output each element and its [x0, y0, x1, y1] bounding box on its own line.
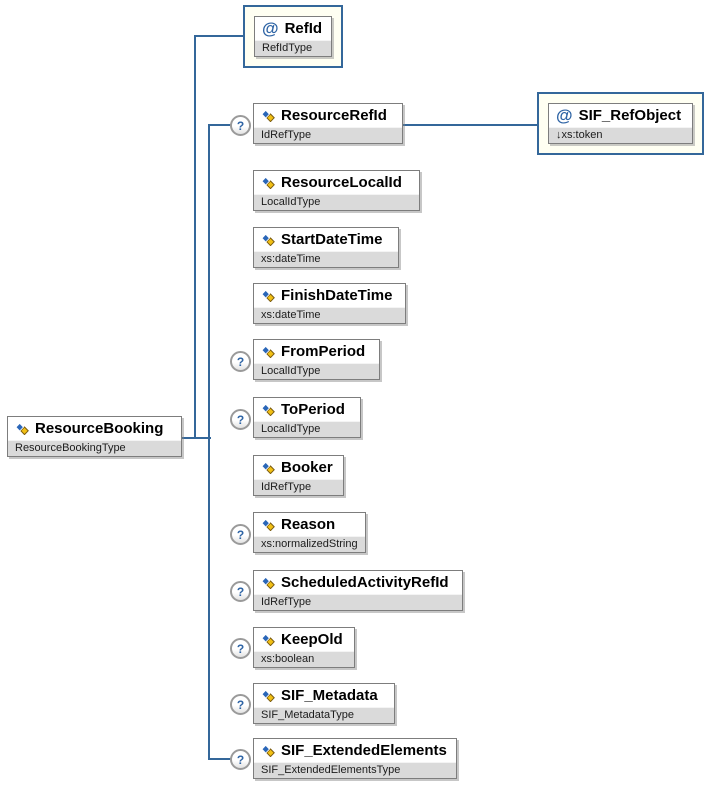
node-type: xs:boolean	[254, 651, 354, 667]
node-sif-extended-elements[interactable]: SIF_ExtendedElements SIF_ExtendedElement…	[253, 738, 457, 779]
node-from-period[interactable]: FromPeriod LocalIdType	[253, 339, 380, 380]
element-icon	[15, 422, 29, 435]
node-label: Booker	[281, 459, 333, 476]
node-type: IdRefType	[254, 479, 343, 495]
optional-icon: ?	[230, 581, 251, 602]
connector-root-horizontal	[181, 437, 211, 439]
element-icon	[261, 233, 275, 246]
element-icon	[261, 744, 275, 757]
node-type: RefIdType	[255, 40, 332, 56]
node-refid[interactable]: @ RefId RefIdType	[254, 16, 333, 57]
element-icon	[261, 345, 275, 358]
optional-icon: ?	[230, 749, 251, 770]
node-type: xs:dateTime	[254, 307, 405, 323]
node-label: ScheduledActivityRefId	[281, 574, 449, 591]
node-label: Reason	[281, 516, 336, 533]
optional-icon: ?	[230, 115, 251, 136]
attribute-box-sif-refobject: @ SIF_RefObject ↓xs:token	[537, 92, 704, 155]
element-icon	[261, 689, 275, 702]
node-keep-old[interactable]: KeepOld xs:boolean	[253, 627, 355, 668]
element-icon	[261, 576, 275, 589]
connector-attr-horizontal	[194, 35, 244, 37]
optional-icon: ?	[230, 524, 251, 545]
node-resource-localid[interactable]: ResourceLocalId LocalIdType	[253, 170, 420, 211]
node-start-datetime[interactable]: StartDateTime xs:dateTime	[253, 227, 399, 268]
element-icon	[261, 109, 275, 122]
node-label: KeepOld	[281, 631, 343, 648]
node-type: ↓xs:token	[549, 127, 692, 143]
node-type: ResourceBookingType	[8, 440, 181, 456]
element-icon	[261, 633, 275, 646]
node-type: xs:normalizedString	[254, 536, 365, 552]
node-type: LocalIdType	[254, 194, 419, 210]
node-resource-booking[interactable]: ResourceBooking ResourceBookingType	[7, 416, 182, 457]
node-type: xs:dateTime	[254, 251, 398, 267]
node-finish-datetime[interactable]: FinishDateTime xs:dateTime	[253, 283, 406, 324]
node-type: IdRefType	[254, 127, 402, 143]
node-label: ResourceBooking	[35, 420, 164, 437]
node-label: FromPeriod	[281, 343, 366, 360]
element-icon	[261, 461, 275, 474]
optional-icon: ?	[230, 638, 251, 659]
node-type: LocalIdType	[254, 421, 360, 437]
connector-first-child	[208, 124, 234, 126]
optional-icon: ?	[230, 694, 251, 715]
node-label: StartDateTime	[281, 231, 383, 248]
node-label: SIF_Metadata	[281, 687, 378, 704]
element-icon	[261, 176, 275, 189]
node-label: SIF_ExtendedElements	[281, 742, 447, 759]
connector-attr-vertical	[194, 35, 196, 439]
node-type: SIF_ExtendedElementsType	[254, 762, 456, 778]
node-label: ResourceRefId	[281, 107, 387, 124]
connector-last-child	[208, 758, 234, 760]
connector-refobject	[400, 124, 537, 126]
node-label: FinishDateTime	[281, 287, 393, 304]
element-icon	[261, 289, 275, 302]
optional-icon: ?	[230, 351, 251, 372]
attribute-box-refid: @ RefId RefIdType	[243, 5, 344, 68]
node-to-period[interactable]: ToPeriod LocalIdType	[253, 397, 361, 438]
element-icon	[261, 403, 275, 416]
attribute-at-icon: @	[556, 106, 573, 125]
node-resource-refid[interactable]: ResourceRefId IdRefType	[253, 103, 403, 144]
node-label: ResourceLocalId	[281, 174, 402, 191]
node-reason[interactable]: Reason xs:normalizedString	[253, 512, 366, 553]
optional-icon: ?	[230, 409, 251, 430]
node-type: SIF_MetadataType	[254, 707, 394, 723]
node-sif-refobject[interactable]: @ SIF_RefObject ↓xs:token	[548, 103, 693, 144]
element-icon	[261, 518, 275, 531]
node-sif-metadata[interactable]: SIF_Metadata SIF_MetadataType	[253, 683, 395, 724]
node-scheduled-activity-refid[interactable]: ScheduledActivityRefId IdRefType	[253, 570, 463, 611]
node-label: ToPeriod	[281, 401, 345, 418]
node-type: LocalIdType	[254, 363, 379, 379]
attribute-at-icon: @	[262, 19, 279, 38]
node-label: RefId	[284, 20, 323, 37]
node-label: SIF_RefObject	[578, 107, 682, 124]
node-type: IdRefType	[254, 594, 462, 610]
connector-children-vertical	[208, 124, 210, 760]
node-booker[interactable]: Booker IdRefType	[253, 455, 344, 496]
